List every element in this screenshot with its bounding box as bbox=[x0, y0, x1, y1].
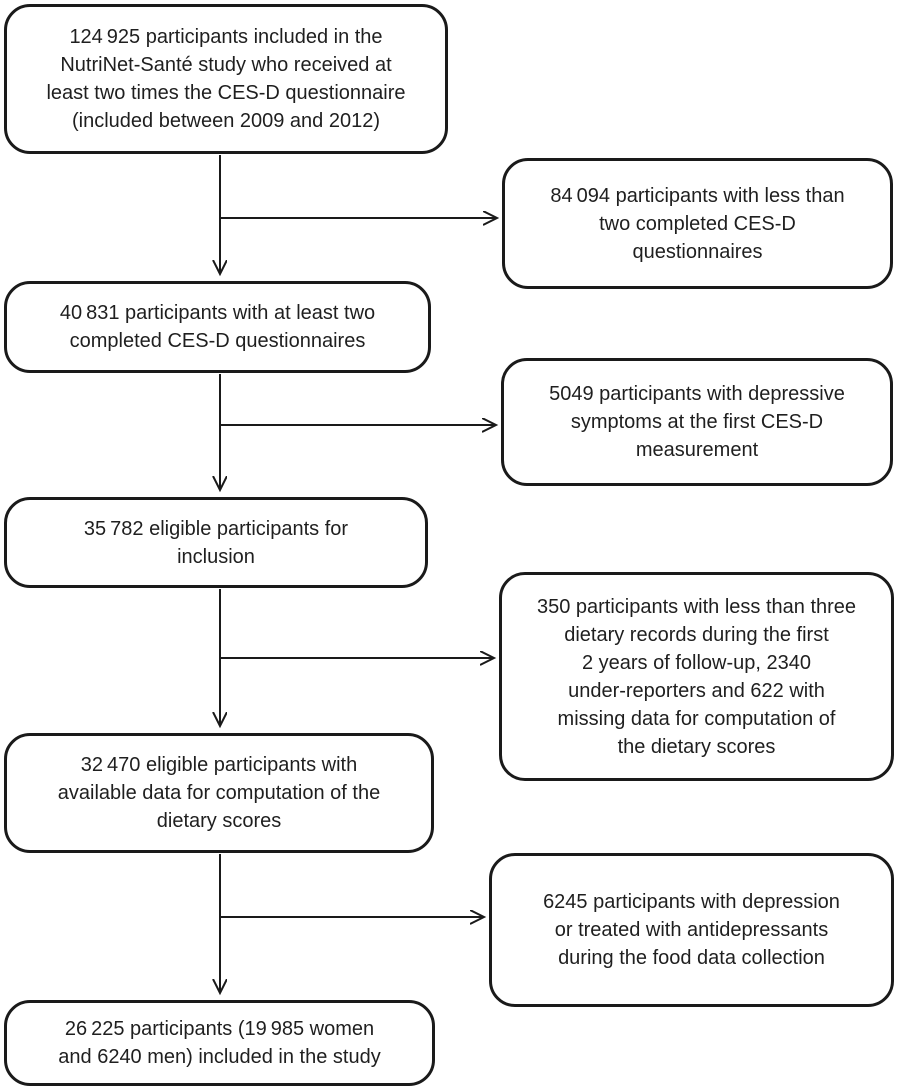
box-excluded-depressive-first-cesd: 5049 participants with depressive sympto… bbox=[501, 358, 893, 486]
box-initial-cohort-text: 124 925 participants included in the Nut… bbox=[46, 26, 406, 132]
box-final-included: 26 225 participants (19 985 women and 62… bbox=[4, 1000, 435, 1086]
box-eligible-for-inclusion-text: 35 782 eligible participants for inclusi… bbox=[83, 517, 349, 568]
box-two-cesd-completed: 40 831 participants with at least two co… bbox=[4, 281, 431, 373]
box-excluded-less-than-two-cesd-text: 84 094 participants with less than two c… bbox=[550, 184, 845, 263]
box-final-included-text: 26 225 participants (19 985 women and 62… bbox=[58, 1018, 381, 1068]
box-excluded-less-than-two-cesd: 84 094 participants with less than two c… bbox=[502, 158, 893, 289]
box-excluded-depressive-first-cesd-text: 5049 participants with depressive sympto… bbox=[549, 383, 845, 461]
box-two-cesd-completed-text: 40 831 participants with at least two co… bbox=[59, 302, 376, 352]
box-excluded-depression-antidepressants: 6245 participants with depression or tre… bbox=[489, 853, 894, 1007]
box-initial-cohort: 124 925 participants included in the Nut… bbox=[4, 4, 448, 154]
box-eligible-for-inclusion: 35 782 eligible participants for inclusi… bbox=[4, 497, 428, 588]
box-excluded-dietary-criteria-text: 350 participants with less than three di… bbox=[536, 595, 857, 758]
box-excluded-dietary-criteria: 350 participants with less than three di… bbox=[499, 572, 894, 781]
box-eligible-with-dietary-data-text: 32 470 eligible participants with availa… bbox=[57, 754, 381, 832]
box-excluded-depression-antidepressants-text: 6245 participants with depression or tre… bbox=[543, 891, 840, 969]
box-eligible-with-dietary-data: 32 470 eligible participants with availa… bbox=[4, 733, 434, 853]
